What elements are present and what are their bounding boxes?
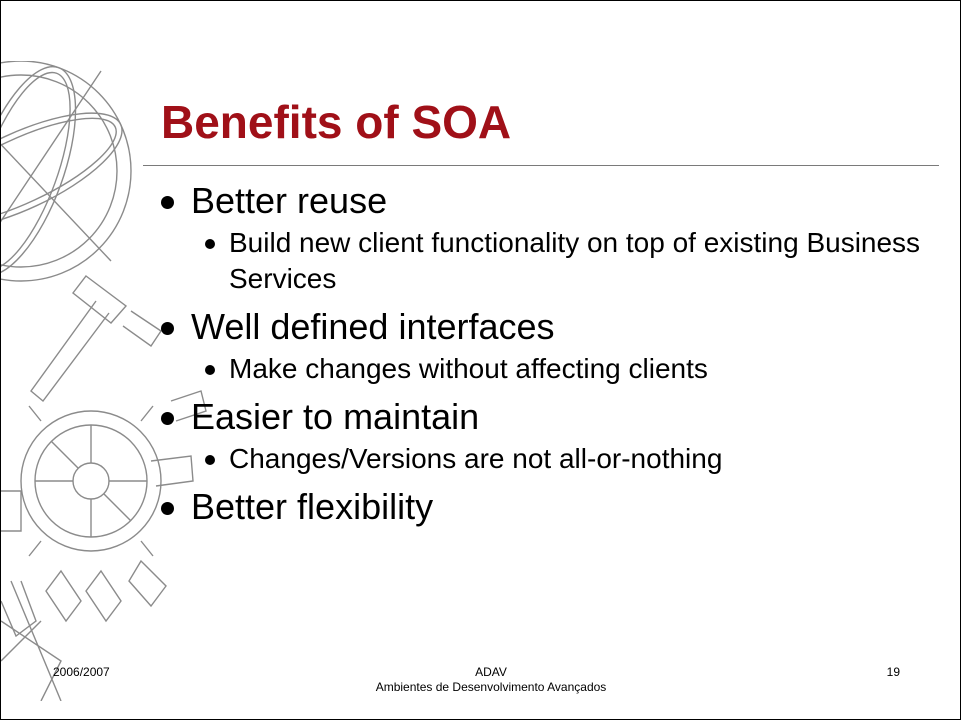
bullet-item: Easier to maintain [151, 395, 941, 439]
bullet-item: Well defined interfaces [151, 305, 941, 349]
sub-bullet-item: Build new client functionality on top of… [151, 225, 941, 297]
sub-bullet-text: Make changes without affecting clients [229, 353, 708, 384]
bullet-dot-icon [205, 239, 215, 249]
slide-title: Benefits of SOA [161, 96, 512, 148]
bullet-item: Better reuse [151, 179, 941, 223]
bullet-text: Better flexibility [191, 486, 434, 527]
sub-bullet-text: Build new client functionality on top of… [229, 227, 921, 294]
slide-number: 19 [886, 665, 900, 679]
bullet-text: Easier to maintain [191, 396, 480, 437]
sub-bullet-text: Changes/Versions are not all-or-nothing [229, 443, 723, 474]
footer-date: 2006/2007 [53, 665, 110, 679]
sub-bullet-item: Make changes without affecting clients [151, 351, 941, 387]
bullet-dot-icon [161, 322, 174, 335]
bullet-list: Better reuse Build new client functional… [151, 171, 941, 529]
sub-bullet-item: Changes/Versions are not all-or-nothing [151, 441, 941, 477]
bullet-item: Better flexibility [151, 485, 941, 529]
bullet-text: Better reuse [191, 180, 388, 221]
bullet-dot-icon [205, 365, 215, 375]
bullet-text: Well defined interfaces [191, 306, 555, 347]
bullet-dot-icon [205, 455, 215, 465]
footer-course-code: ADAV [475, 665, 507, 679]
footer-course: ADAV Ambientes de Desenvolvimento Avança… [301, 665, 681, 695]
bullet-dot-icon [161, 412, 174, 425]
armillary-emblem-watermark [1, 61, 207, 701]
bullet-dot-icon [161, 196, 174, 209]
title-divider [143, 165, 939, 166]
footer-course-name: Ambientes de Desenvolvimento Avançados [375, 680, 607, 694]
bullet-dot-icon [161, 502, 174, 515]
